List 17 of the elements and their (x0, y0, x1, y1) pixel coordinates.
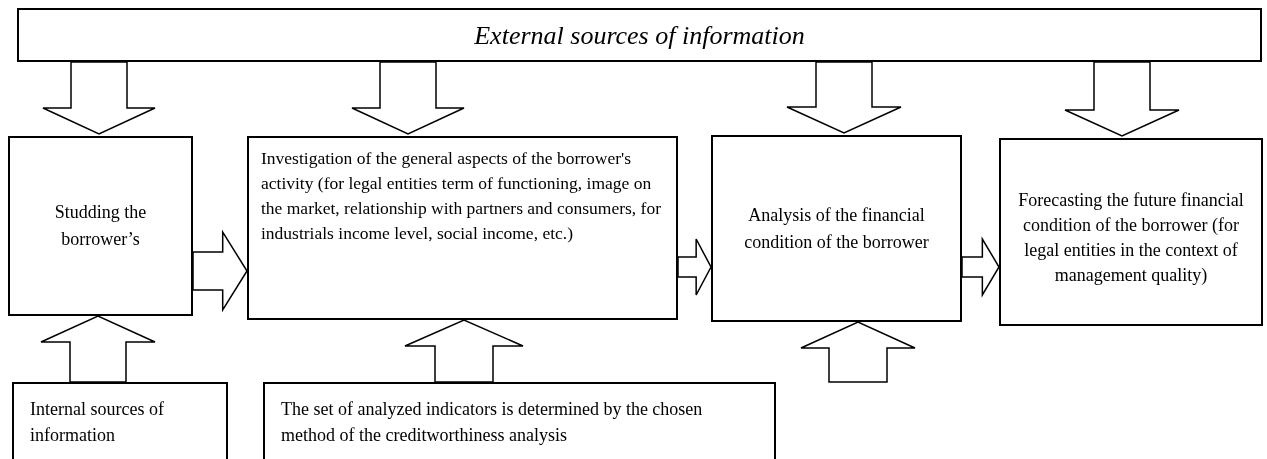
note-box: The set of analyzed indicators is determined by the chosen method of the creditworthiness analysis (263, 382, 776, 459)
process-box: Studding the borrower’s (8, 136, 193, 316)
block-arrow (961, 236, 1000, 298)
block-arrow (404, 319, 524, 383)
block-arrow (42, 61, 156, 135)
process-box: Forecasting the future financial condition of the borrower (for legal entities in the context of management quality) (999, 138, 1263, 326)
block-arrow (786, 61, 902, 134)
block-arrow (677, 238, 712, 296)
block-arrow (40, 315, 156, 383)
source-box: Internal sources of information (12, 382, 228, 459)
source-banner: External sources of information (17, 8, 1262, 62)
block-arrow (800, 321, 916, 383)
process-box: Investigation of the general aspects of the borrower's activity (for legal entities term of functioning, image on the market, relationship with partners and consumers, for industrials income level, social income, etc.) (247, 136, 678, 320)
process-box: Analysis of the financial condition of the borrower (711, 135, 962, 322)
block-arrow (351, 61, 465, 135)
block-arrow (192, 229, 248, 313)
block-arrow (1064, 61, 1180, 137)
